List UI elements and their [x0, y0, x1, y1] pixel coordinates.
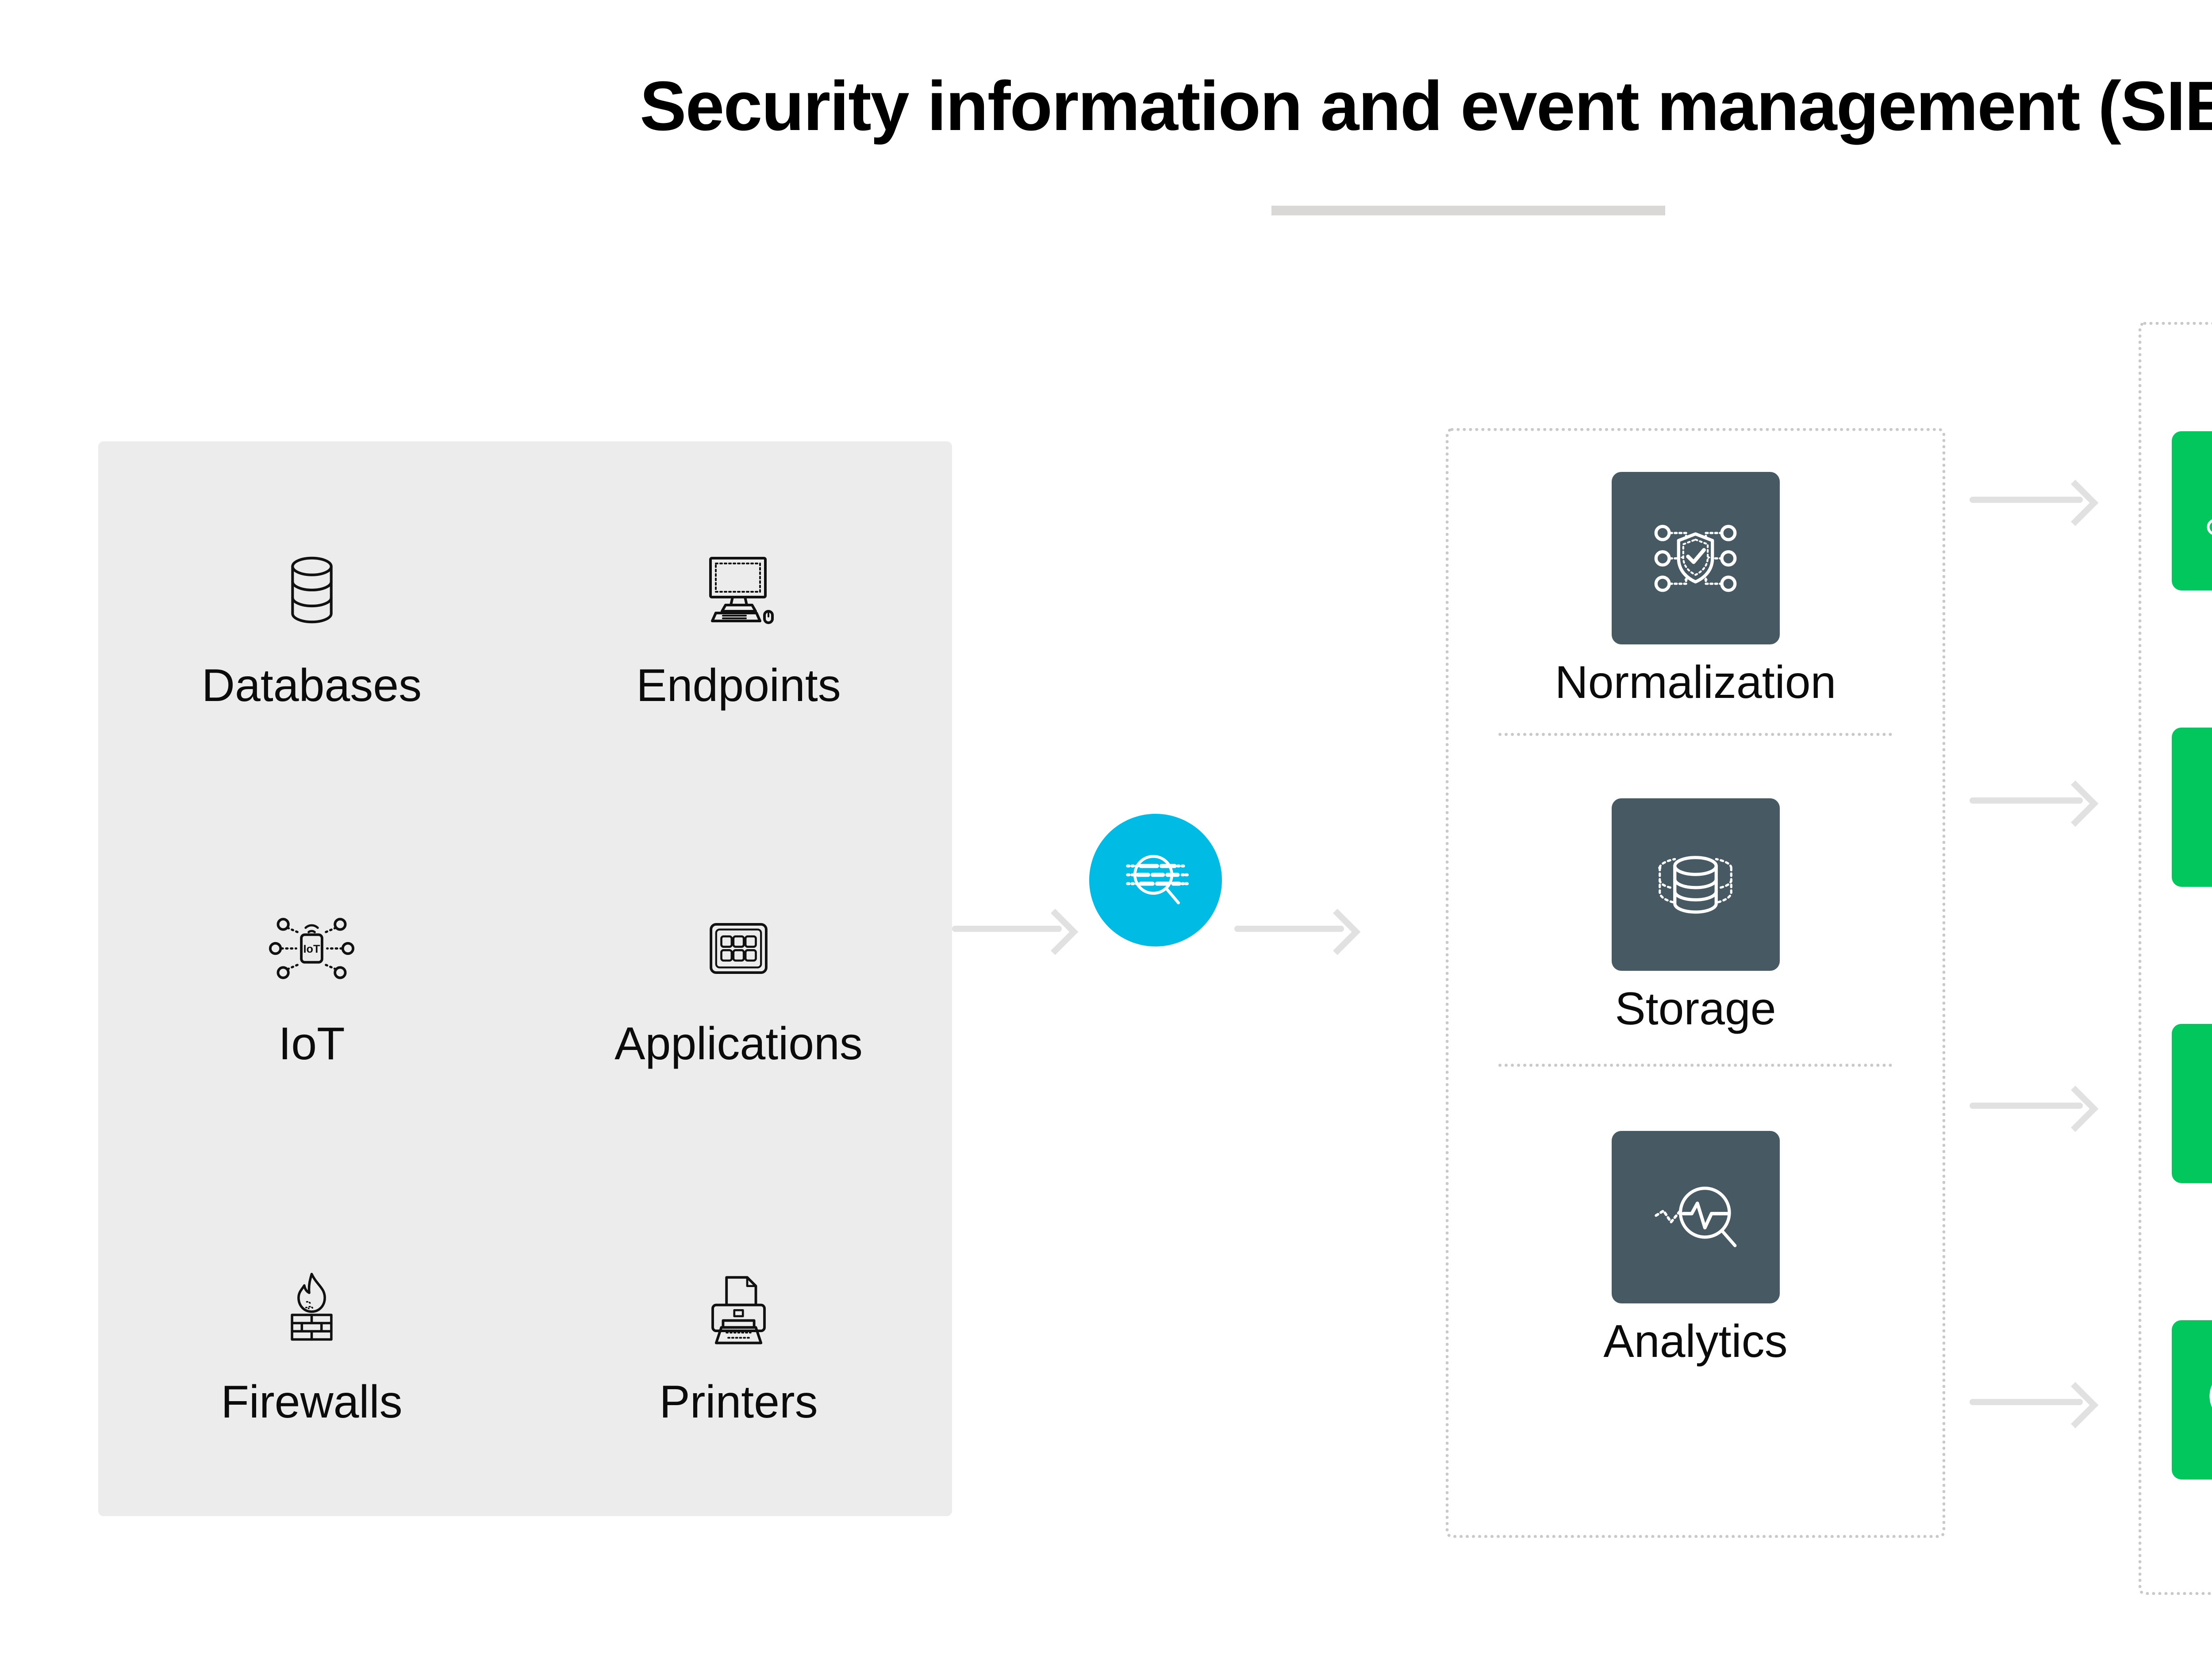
- app-grid-icon: [681, 891, 796, 1006]
- firewall-flame-brick-icon: [254, 1249, 369, 1364]
- source-item-databases[interactable]: Databases: [98, 441, 525, 800]
- outcome-item-business-analytics[interactable]: Business analytics: [2172, 1320, 2212, 1479]
- siem-collector-node[interactable]: [1089, 814, 1222, 946]
- outcome-item-it-operations[interactable]: IT operations: [2172, 1024, 2212, 1183]
- data-sources-panel: Databases Endpoints: [98, 441, 952, 1516]
- shield-check-network-icon: [1611, 472, 1780, 644]
- source-item-endpoints[interactable]: Endpoints: [525, 441, 952, 800]
- source-label: Databases: [201, 660, 422, 711]
- process-label: Analytics: [1603, 1316, 1788, 1367]
- magnifier-charts-icon: [2172, 1320, 2212, 1479]
- arrow-to-business-analytics: [1970, 1380, 2102, 1429]
- source-label: IoT: [278, 1018, 345, 1069]
- process-label: Storage: [1615, 983, 1776, 1034]
- page-title: Security information and event managemen…: [640, 67, 2212, 145]
- arrow-to-cybersecurity: [1970, 478, 2102, 526]
- outcome-item-cybersecurity[interactable]: Cybersecurity: [2172, 431, 2212, 590]
- process-item-analytics[interactable]: Analytics: [1449, 1131, 1942, 1364]
- process-item-storage[interactable]: Storage: [1449, 798, 1942, 1032]
- source-item-iot[interactable]: IoT IoT: [98, 800, 525, 1158]
- outcome-item-compliance[interactable]: Compliance: [2172, 728, 2212, 887]
- clipboard-check-seal-icon: [2172, 728, 2212, 887]
- database-cylinder-icon: [1611, 798, 1780, 971]
- source-label: Printers: [659, 1376, 818, 1428]
- arrow-to-it-operations: [1970, 1084, 2102, 1132]
- printer-icon: [681, 1249, 796, 1364]
- source-label: Endpoints: [636, 660, 841, 711]
- desktop-computer-icon: [681, 533, 796, 648]
- processing-panel: Normalization Storage A: [1446, 428, 1945, 1538]
- process-divider-2: [1498, 1064, 1892, 1067]
- source-item-firewalls[interactable]: Firewalls: [98, 1158, 525, 1516]
- iot-device-icon: IoT: [254, 891, 369, 1006]
- arrow-to-compliance: [1970, 778, 2102, 827]
- document-gears-icon: [2172, 1024, 2212, 1183]
- process-label: Normalization: [1555, 657, 1836, 708]
- source-label: Applications: [614, 1018, 863, 1069]
- process-divider-1: [1498, 733, 1892, 736]
- database-icon: [254, 533, 369, 648]
- magnifier-log-lines-icon: [1111, 835, 1200, 926]
- svg-text:IoT: IoT: [303, 943, 320, 955]
- process-item-normalization[interactable]: Normalization: [1449, 472, 1942, 705]
- shield-network-icon: [2172, 431, 2212, 590]
- title-divider-rule: [1271, 206, 1665, 215]
- source-label: Firewalls: [221, 1376, 403, 1428]
- source-item-printers[interactable]: Printers: [525, 1158, 952, 1516]
- source-item-applications[interactable]: Applications: [525, 800, 952, 1158]
- arrow-collector-to-processing: [1234, 907, 1363, 955]
- arrow-sources-to-collector: [952, 907, 1080, 955]
- outcomes-panel: Cybersecurity Compliance: [2139, 322, 2212, 1595]
- magnifier-line-chart-icon: [1611, 1131, 1780, 1303]
